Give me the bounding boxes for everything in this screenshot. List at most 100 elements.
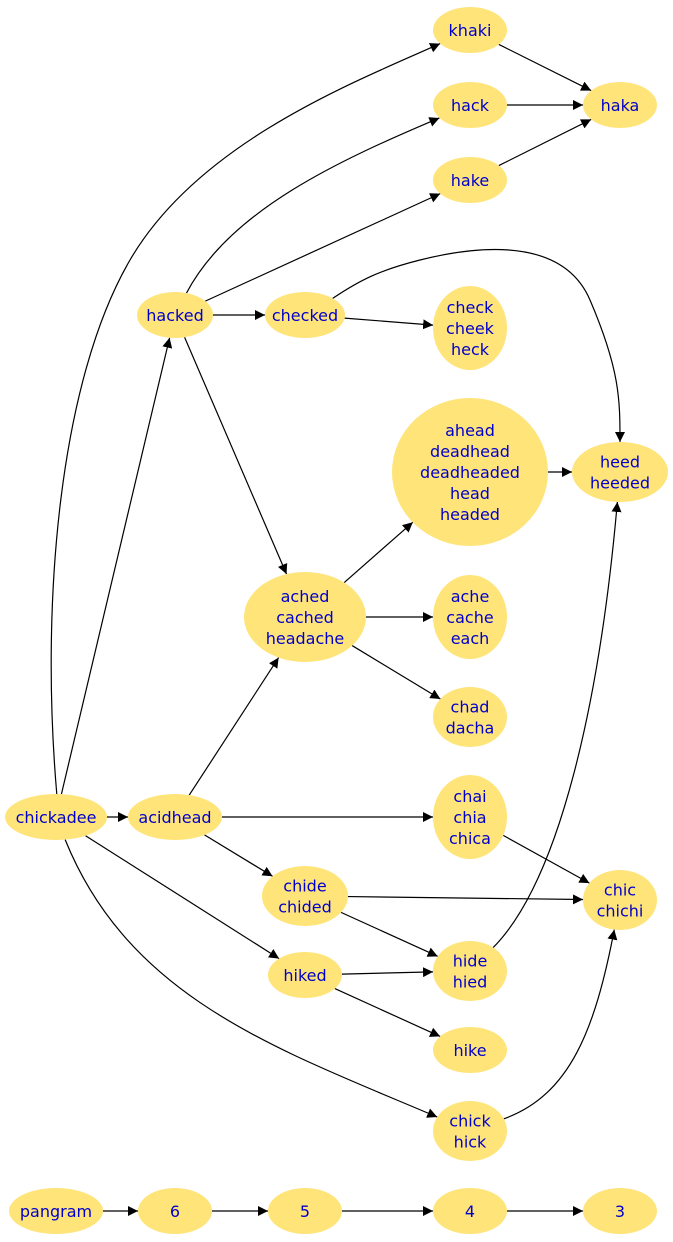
node-label: hike [453,1041,486,1060]
node-label: chickadee [16,808,97,827]
node-ache-group: ache cache each [433,575,507,659]
node-chai-group: chai chia chica [433,775,507,859]
edge-checked-to-heed-group [332,249,625,443]
node-label: haka [601,96,640,115]
node-label: chad [451,698,490,717]
edge-acidhead-to-ached-group [188,657,280,796]
node-khaki: khaki [433,7,507,53]
edge-hacked-to-hake [205,193,441,302]
node-label: 5 [300,1202,310,1221]
node-ellipse [268,952,342,998]
node-label: hied [453,973,488,992]
node-ellipse [572,442,668,502]
edge-line [498,118,592,167]
node-label: cheek [446,319,495,338]
node-n6: 6 [138,1188,212,1234]
node-label: chick [449,1112,491,1131]
edge-line [340,911,438,957]
edges-layer [50,43,625,1216]
node-ellipse [392,398,548,546]
edge-chickadee-to-hacked [60,337,173,795]
node-label: 6 [170,1202,180,1221]
node-label: chica [449,829,491,848]
node-ellipse [433,157,507,203]
node-label: khaki [449,21,492,40]
edge-line [347,894,584,905]
node-ellipse [583,870,657,930]
node-acidhead: acidhead [128,794,222,840]
node-ellipse [433,1188,507,1234]
node-label: head [450,484,490,503]
edge-line [498,43,592,92]
node-label: hide [453,952,488,971]
edge-hiked-to-hike [334,988,441,1037]
node-checked: checked [265,292,345,338]
edge-line [85,835,280,960]
node-ellipse [433,941,507,1001]
node-label: 4 [465,1202,475,1221]
edge-line [503,929,618,1120]
node-label: ache [451,587,490,606]
node-ellipse [433,775,507,859]
node-ellipse [244,572,366,662]
node-label: chided [278,898,332,917]
edge-line [188,657,280,796]
node-label: chic [604,881,636,900]
node-ellipse [583,1188,657,1234]
edge-acidhead-to-chide-group [204,834,273,877]
node-label: headache [266,629,345,648]
node-ellipse [433,7,507,53]
edge-line [343,521,414,583]
node-chad-group: chad dacha [433,687,507,747]
node-label: 3 [615,1202,625,1221]
node-label: cache [446,608,493,627]
edge-line [334,988,441,1037]
node-label: chai [453,787,486,806]
edge-line [492,501,622,949]
node-label: pangram [20,1202,92,1221]
node-chic-group: chic chichi [583,870,657,930]
edge-line [184,337,288,575]
edge-line [332,249,625,443]
node-label: dacha [446,719,495,738]
node-label: each [451,629,490,648]
edge-chickadee-to-hiked [85,835,280,960]
node-label: heck [451,340,490,359]
edge-line [205,193,441,302]
edge-line [344,317,434,330]
node-ellipse [5,794,107,840]
node-n3: 3 [583,1188,657,1234]
edge-line [185,117,440,294]
node-label: heeded [590,474,650,493]
node-ellipse [583,82,657,128]
node-ellipse [128,794,222,840]
node-hike: hike [433,1027,507,1073]
edge-chickadee-to-khaki [50,43,441,795]
edge-hiked-to-hide-group [341,967,434,978]
node-hiked: hiked [268,952,342,998]
node-label: hake [451,171,489,190]
node-label: heed [600,453,640,472]
edge-line [204,834,273,877]
node-hake: hake [433,157,507,203]
node-label: deadhead [430,442,510,461]
node-heed-group: heed heeded [572,442,668,502]
node-label: chia [453,808,486,827]
node-label: ahead [445,421,495,440]
edge-line [341,967,434,978]
edge-line [351,645,441,700]
node-pangram: pangram [9,1188,103,1234]
edge-ached-group-to-chad-group [351,645,441,700]
node-label: acidhead [138,808,211,827]
node-n4: 4 [433,1188,507,1234]
node-chickadee: chickadee [5,794,107,840]
node-ellipse [433,82,507,128]
node-label: chichi [597,902,644,921]
node-label: ached [281,587,330,606]
